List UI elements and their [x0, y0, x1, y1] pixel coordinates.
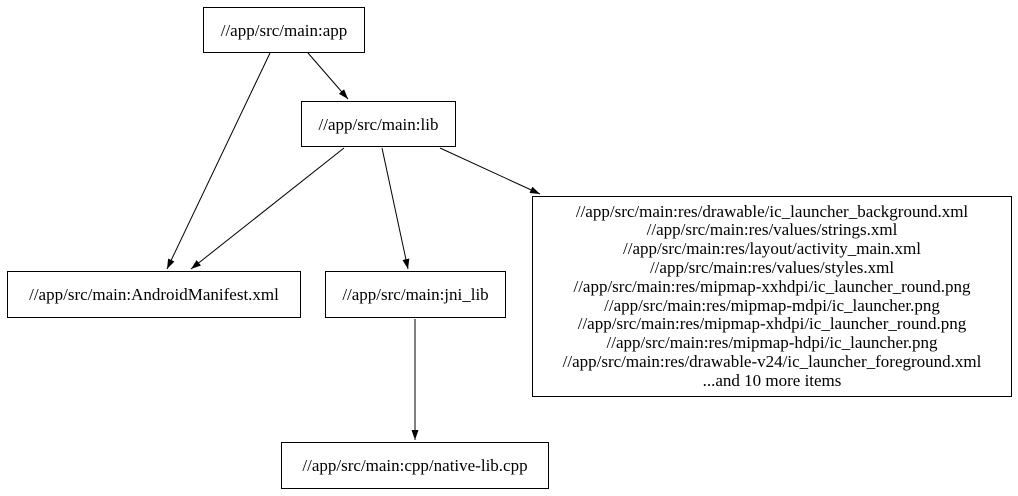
- edge-lib-to-jni-lib: [381, 147, 410, 270]
- edge-app-to-manifest: [166, 52, 271, 270]
- node-android-manifest-label: //app/src/main:AndroidManifest.xml: [29, 285, 279, 304]
- node-android-manifest: //app/src/main:AndroidManifest.xml: [7, 271, 301, 318]
- edge-app-to-lib: [307, 52, 349, 100]
- node-jni-lib: //app/src/main:jni_lib: [325, 271, 506, 318]
- node-native-lib-cpp: //app/src/main:cpp/native-lib.cpp: [281, 442, 549, 489]
- resource-line: //app/src/main:res/mipmap-mdpi/ic_launch…: [604, 295, 940, 315]
- node-lib: //app/src/main:lib: [301, 101, 456, 147]
- resource-line: //app/src/main:res/mipmap-xxhdpi/ic_laun…: [573, 276, 971, 296]
- node-resources-group: //app/src/main:res/drawable/ic_launcher_…: [532, 196, 1012, 397]
- edge-lib-to-manifest: [190, 147, 345, 270]
- resource-more-items: ...and 10 more items: [702, 370, 842, 390]
- resource-line: //app/src/main:res/values/styles.xml: [649, 257, 895, 277]
- resource-line: //app/src/main:res/mipmap-xhdpi/ic_launc…: [577, 314, 967, 334]
- node-jni-lib-label: //app/src/main:jni_lib: [342, 285, 489, 304]
- node-native-lib-cpp-label: //app/src/main:cpp/native-lib.cpp: [302, 456, 528, 475]
- node-lib-label: //app/src/main:lib: [318, 114, 439, 134]
- resource-line: //app/src/main:res/mipmap-hdpi/ic_launch…: [606, 333, 938, 353]
- node-app-label: //app/src/main:app: [220, 20, 348, 40]
- node-app: //app/src/main:app: [203, 7, 365, 53]
- resource-line: //app/src/main:res/drawable/ic_launcher_…: [575, 201, 969, 221]
- resource-line: //app/src/main:res/drawable-v24/ic_launc…: [562, 351, 982, 371]
- edge-lib-to-resources: [439, 147, 541, 195]
- resource-line: //app/src/main:res/layout/activity_main.…: [623, 239, 921, 259]
- resource-line: //app/src/main:res/values/strings.xml: [646, 220, 898, 240]
